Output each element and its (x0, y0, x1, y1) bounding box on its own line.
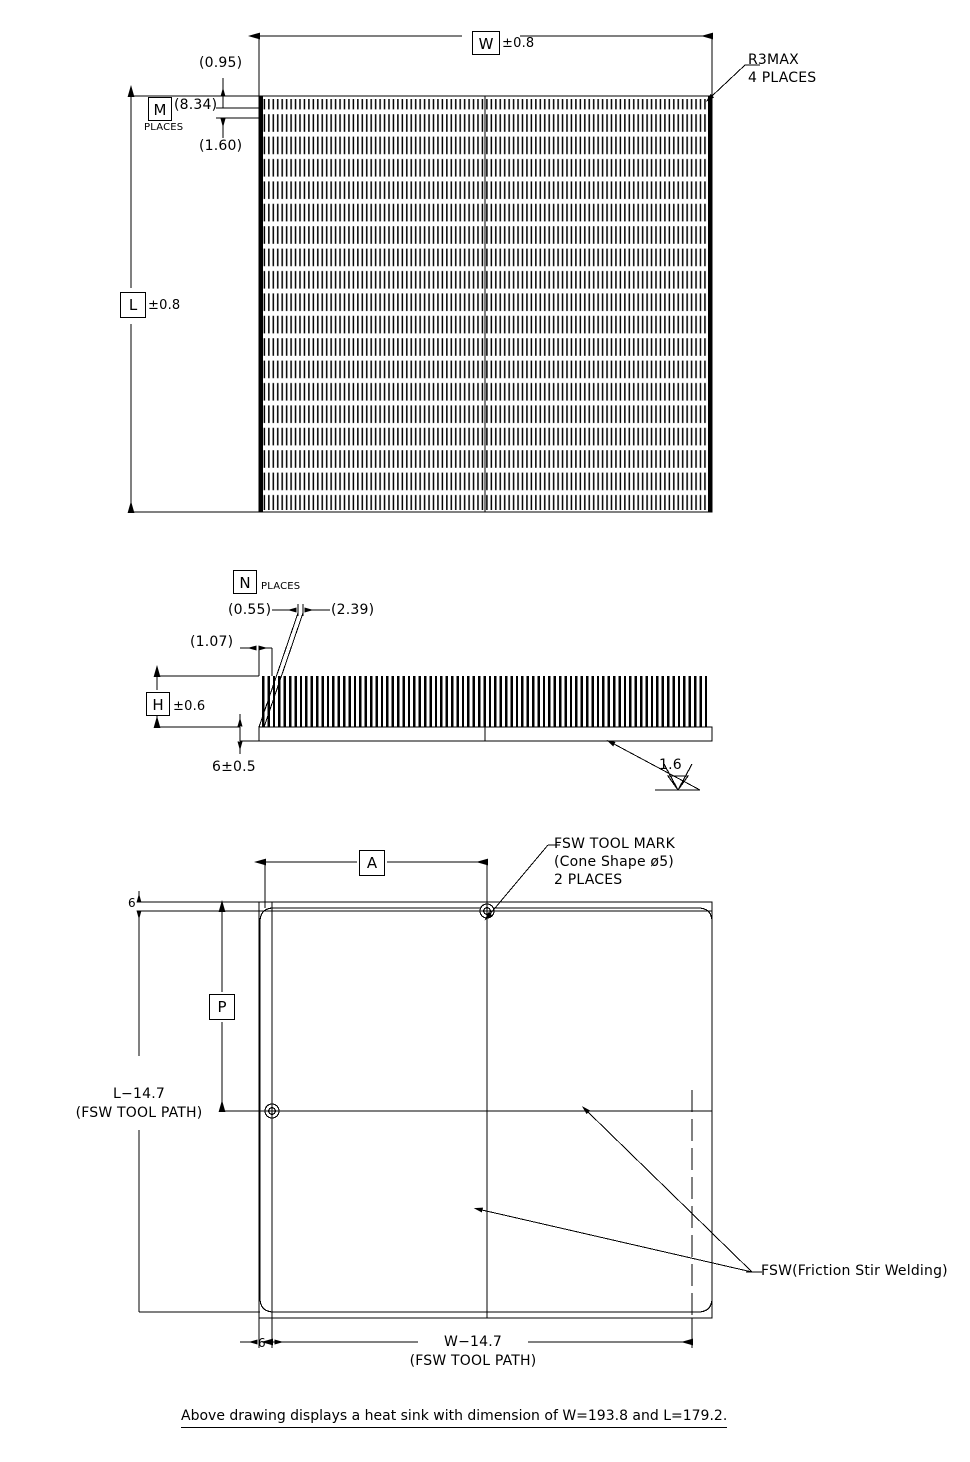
edge-offset-top-dim: 6 (128, 896, 136, 910)
fin-pitch-dim: (8.34) (174, 97, 218, 113)
height-tolerance: ±0.6 (173, 699, 206, 714)
vertical-tool-path-line2: (FSW TOOL PATH) (75, 1105, 203, 1121)
edge-offset-bottom-dim: 6 (258, 1336, 266, 1350)
fin-gap-dim: (2.39) (331, 602, 375, 618)
places-label-M: PLACES (144, 122, 184, 133)
fin-row-height-dim: (1.60) (199, 138, 243, 154)
horizontal-tool-path-line1: W−14.7 (444, 1334, 502, 1350)
dim-symbol-A: A (359, 850, 385, 876)
corner-radius-note-line2: 4 PLACES (748, 70, 817, 86)
vertical-tool-path-line1: L−14.7 (113, 1086, 165, 1102)
fsw-tool-mark-note-line3: 2 PLACES (554, 872, 623, 888)
edge-offset-dim: (1.07) (190, 634, 234, 650)
dim-symbol-L: L (120, 292, 146, 318)
dim-symbol-M: M (148, 97, 172, 121)
dim-tolerance-W: ±0.8 (502, 36, 535, 51)
dim-symbol-P: P (209, 994, 235, 1020)
surface-finish-value: 1.6 (659, 757, 682, 773)
fsw-tool-mark-note-line2: (Cone Shape ø5) (554, 854, 674, 870)
places-label-N: PLACES (261, 581, 301, 592)
corner-radius-note-line1: R3MAX (748, 52, 799, 68)
dim-symbol-N: N (233, 570, 257, 594)
dim-symbol-H: H (146, 692, 170, 716)
dim-symbol-W: W (472, 31, 500, 55)
fin-offset-top-dim: (0.95) (199, 55, 243, 71)
fin-thickness-dim: (0.55) (228, 602, 272, 618)
dim-tolerance-L: ±0.8 (148, 298, 181, 313)
fsw-label: FSW(Friction Stir Welding) (761, 1263, 948, 1279)
base-thickness-dim: 6±0.5 (212, 759, 256, 775)
horizontal-tool-path-line2: (FSW TOOL PATH) (409, 1353, 537, 1369)
fsw-tool-mark-note-line1: FSW TOOL MARK (554, 836, 675, 852)
drawing-caption: Above drawing displays a heat sink with … (181, 1408, 728, 1428)
